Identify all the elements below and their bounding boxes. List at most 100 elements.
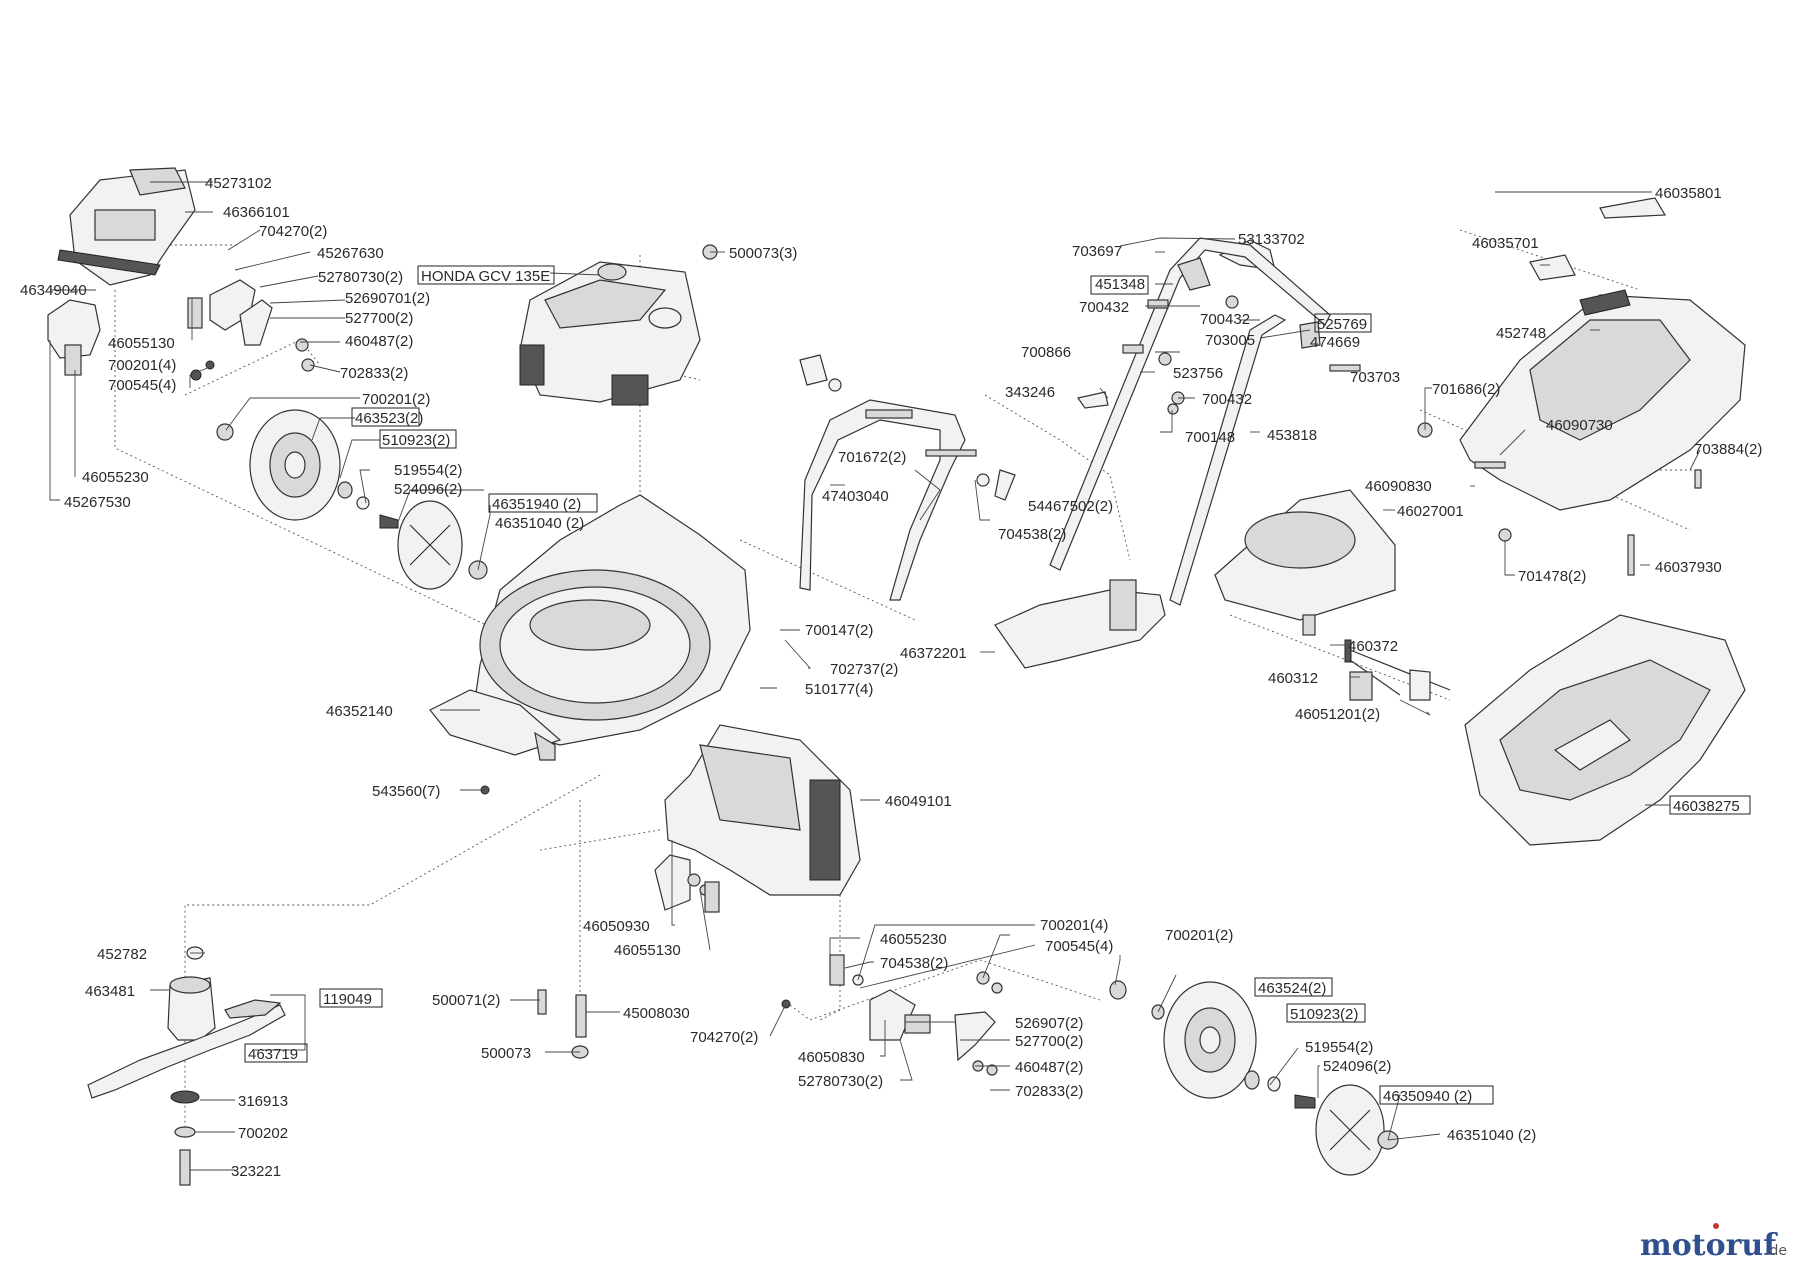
- label-46372201: 46372201: [900, 645, 967, 662]
- label-460312: 460312: [1268, 670, 1318, 687]
- label-704270-2-b: 704270(2): [690, 1029, 758, 1046]
- label-703697: 703697: [1072, 243, 1122, 260]
- label-524096-2: 524096(2): [394, 481, 462, 498]
- label-700545-4-b: 700545(4): [1045, 938, 1113, 955]
- label-700147-2: 700147(2): [805, 622, 873, 639]
- label-46090730: 46090730: [1546, 417, 1613, 434]
- label-700202: 700202: [238, 1125, 288, 1142]
- label-700432-c: 700432: [1202, 391, 1252, 408]
- label-527700-2: 527700(2): [345, 310, 413, 327]
- label-52690701-2: 52690701(2): [345, 290, 430, 307]
- height-adjust-brackets: [47, 279, 315, 381]
- label-700432-a: 700432: [1079, 299, 1129, 316]
- label-523756: 523756: [1173, 365, 1223, 382]
- grass-catcher-bag-part: [1464, 614, 1746, 846]
- label-500073-3: 500073(3): [729, 245, 797, 262]
- label-45267530: 45267530: [64, 494, 131, 511]
- label-525769: 525769: [1317, 316, 1367, 333]
- label-702833-2-b: 702833(2): [1015, 1083, 1083, 1100]
- label-46051201-2: 46051201(2): [1295, 706, 1380, 723]
- label-463524-2: 463524(2): [1258, 980, 1326, 997]
- label-46050930: 46050930: [583, 918, 650, 935]
- label-46351040-2-right: 46351040 (2): [1447, 1127, 1536, 1144]
- label-701686-2: 701686(2): [1432, 381, 1500, 398]
- label-700201-4: 700201(4): [108, 357, 176, 374]
- label-452782: 452782: [97, 946, 147, 963]
- label-46366101: 46366101: [223, 204, 290, 221]
- label-704538-2-top: 704538(2): [998, 526, 1066, 543]
- label-46090830: 46090830: [1365, 478, 1432, 495]
- label-704270-2: 704270(2): [259, 223, 327, 240]
- label-703884-2: 703884(2): [1694, 441, 1762, 458]
- label-47403040: 47403040: [822, 488, 889, 505]
- label-46350940-2: 46350940 (2): [1383, 1088, 1472, 1105]
- label-510923-2: 510923(2): [382, 432, 450, 449]
- front-right-wheel-part: [781, 954, 1399, 1176]
- label-52780730-2-b: 52780730(2): [798, 1073, 883, 1090]
- label-700148: 700148: [1185, 429, 1235, 446]
- label-46055130: 46055130: [108, 335, 175, 352]
- label-463481: 463481: [85, 983, 135, 1000]
- label-526907-2: 526907(2): [1015, 1015, 1083, 1032]
- label-452748: 452748: [1496, 325, 1546, 342]
- label-453818: 453818: [1267, 427, 1317, 444]
- label-46351940-2: 46351940 (2): [492, 496, 581, 513]
- label-46035801: 46035801: [1655, 185, 1722, 202]
- label-700201-2-b: 700201(2): [1165, 927, 1233, 944]
- label-engine-model: HONDA GCV 135E: [421, 268, 550, 285]
- label-460487-2-b: 460487(2): [1015, 1059, 1083, 1076]
- label-704538-2-bottom: 704538(2): [880, 955, 948, 972]
- rear-flap-part: [994, 579, 1166, 669]
- label-700866: 700866: [1021, 344, 1071, 361]
- watermark-tld: .de: [1765, 1243, 1787, 1259]
- label-52780730-2: 52780730(2): [318, 269, 403, 286]
- label-45267630: 45267630: [317, 245, 384, 262]
- rear-chute-part: [664, 724, 861, 896]
- label-46352140: 46352140: [326, 703, 393, 720]
- label-703703: 703703: [1350, 369, 1400, 386]
- label-46050830: 46050830: [798, 1049, 865, 1066]
- label-46038275: 46038275: [1673, 798, 1740, 815]
- label-46037930: 46037930: [1655, 559, 1722, 576]
- label-46349040: 46349040: [20, 282, 87, 299]
- label-46055130-b: 46055130: [614, 942, 681, 959]
- label-702737-2: 702737(2): [830, 661, 898, 678]
- label-500073: 500073: [481, 1045, 531, 1062]
- motoruf-watermark: motoruf .de: [1640, 1223, 1787, 1263]
- label-46049101: 46049101: [885, 793, 952, 810]
- label-46027001: 46027001: [1397, 503, 1464, 520]
- label-46351040-2-left: 46351040 (2): [495, 515, 584, 532]
- label-700201-2: 700201(2): [362, 391, 430, 408]
- label-527700-2-b: 527700(2): [1015, 1033, 1083, 1050]
- label-703005: 703005: [1205, 332, 1255, 349]
- label-53133702: 53133702: [1238, 231, 1305, 248]
- label-702833-2: 702833(2): [340, 365, 408, 382]
- label-519554-2-b: 519554(2): [1305, 1039, 1373, 1056]
- label-460372: 460372: [1348, 638, 1398, 655]
- leader-lines: [49, 181, 1701, 1171]
- grass-bag-cover-part: [1214, 489, 1451, 701]
- part-number-labels: 45273102 46366101 704270(2) 45267630 463…: [20, 175, 1762, 1180]
- label-45008030: 45008030: [623, 1005, 690, 1022]
- label-323221: 323221: [231, 1163, 281, 1180]
- label-46055230: 46055230: [82, 469, 149, 486]
- label-519554-2: 519554(2): [394, 462, 462, 479]
- label-463523-2: 463523(2): [355, 410, 423, 427]
- mower-deck-part: [429, 494, 751, 795]
- label-316913: 316913: [238, 1093, 288, 1110]
- label-474669: 474669: [1310, 334, 1360, 351]
- label-700432-b: 700432: [1200, 311, 1250, 328]
- grass-catcher-top-part: [1417, 197, 1746, 576]
- label-451348: 451348: [1095, 276, 1145, 293]
- label-45273102: 45273102: [205, 175, 272, 192]
- watermark-brand: motoruf: [1640, 1228, 1778, 1263]
- label-460487-2: 460487(2): [345, 333, 413, 350]
- label-343246: 343246: [1005, 384, 1055, 401]
- engine-part: [519, 244, 718, 406]
- label-46035701: 46035701: [1472, 235, 1539, 252]
- boxed-label-frames: [244, 265, 1751, 1105]
- label-510177-4: 510177(4): [805, 681, 873, 698]
- front-left-brackets: [654, 854, 720, 913]
